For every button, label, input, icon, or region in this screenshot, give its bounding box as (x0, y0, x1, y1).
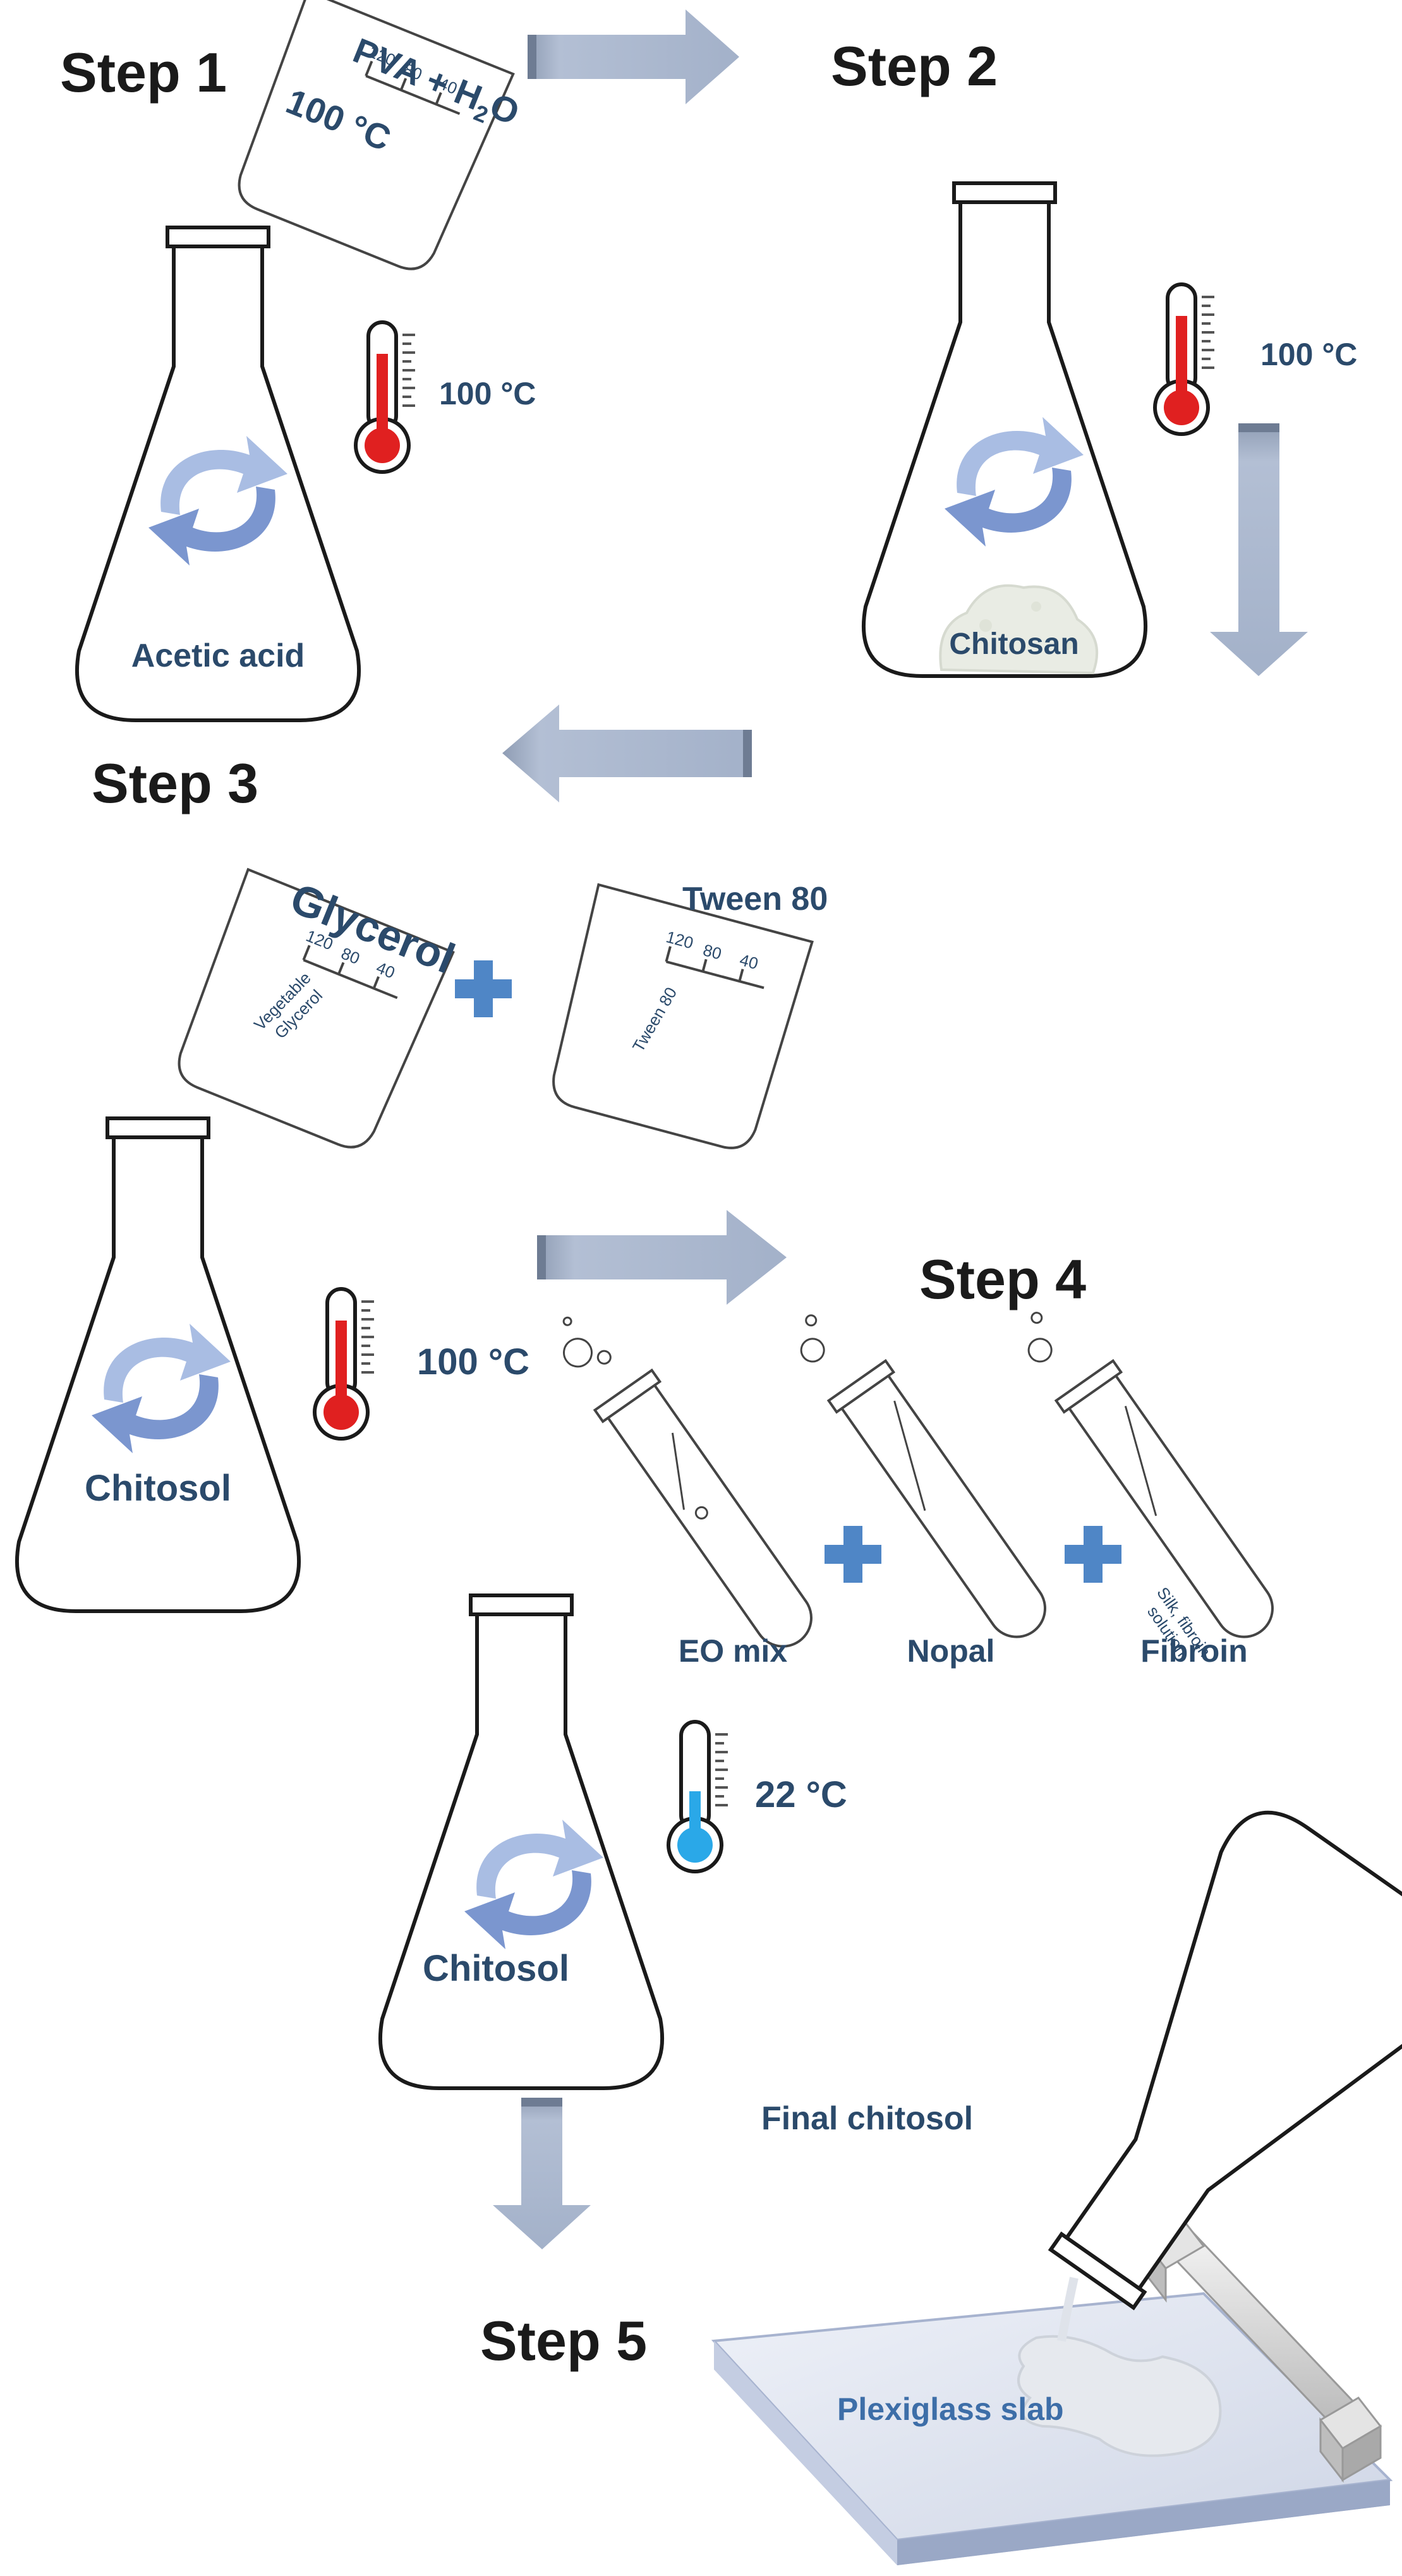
arrow-icon (502, 704, 752, 802)
plus-icon (455, 960, 512, 1017)
step-1-label: Step 1 (60, 41, 227, 104)
beaker-icon: 120 80 40 Vegetable Glycerol (178, 868, 455, 1149)
step-3-label: Step 3 (92, 752, 258, 814)
arrow-icon (1210, 423, 1308, 676)
erlenmeyer-flask-icon (1048, 1810, 1402, 2311)
test-tube-icon (800, 1314, 1046, 1638)
nopal-label: Nopal (907, 1633, 995, 1669)
thermometer-icon (315, 1289, 374, 1439)
chitosol-label-step4: Chitosol (423, 1948, 569, 1989)
arrow-icon (537, 1210, 787, 1305)
chitosan-powder-icon (939, 584, 1099, 675)
thermometer-icon (1155, 284, 1214, 434)
acetic-acid-label: Acetic acid (131, 638, 305, 674)
pouring-stream (1057, 2277, 1079, 2342)
tween-80-label: Tween 80 (682, 881, 828, 917)
chitosol-label-step3: Chitosol (85, 1468, 231, 1509)
arrow-icon (528, 9, 739, 104)
temp-step1-label: 100 °C (439, 376, 536, 411)
plus-icon (1065, 1526, 1121, 1583)
temp-step2-label: 100 °C (1260, 337, 1357, 372)
final-chitosol-label: Final chitosol (761, 2100, 973, 2137)
plexiglass-slab-label: Plexiglass slab (837, 2392, 1064, 2427)
chitosol-puddle-icon (1017, 2335, 1222, 2457)
erlenmeyer-flask-icon (17, 1118, 299, 1611)
thermometer-icon (356, 322, 415, 472)
temp-step4-label: 22 °C (755, 1774, 847, 1815)
beaker-icon: 120 80 40 100 °C (238, 0, 515, 270)
eo-mix-label: EO mix (679, 1633, 787, 1669)
beaker-icon: 120 80 40 Tween 80 (552, 883, 814, 1149)
temp-step3-label: 100 °C (417, 1341, 529, 1382)
test-tube-icon (1027, 1312, 1274, 1638)
step-2-label: Step 2 (831, 35, 998, 97)
step-4-label: Step 4 (919, 1248, 1086, 1310)
fibroin-label: Fibroin (1140, 1633, 1247, 1669)
chitosan-label: Chitosan (949, 627, 1079, 661)
arrow-icon (493, 2098, 591, 2249)
step-5-label: Step 5 (480, 2309, 647, 2372)
plus-icon (825, 1526, 881, 1583)
test-tube-icon (562, 1316, 813, 1648)
thermometer-icon (668, 1722, 728, 1872)
